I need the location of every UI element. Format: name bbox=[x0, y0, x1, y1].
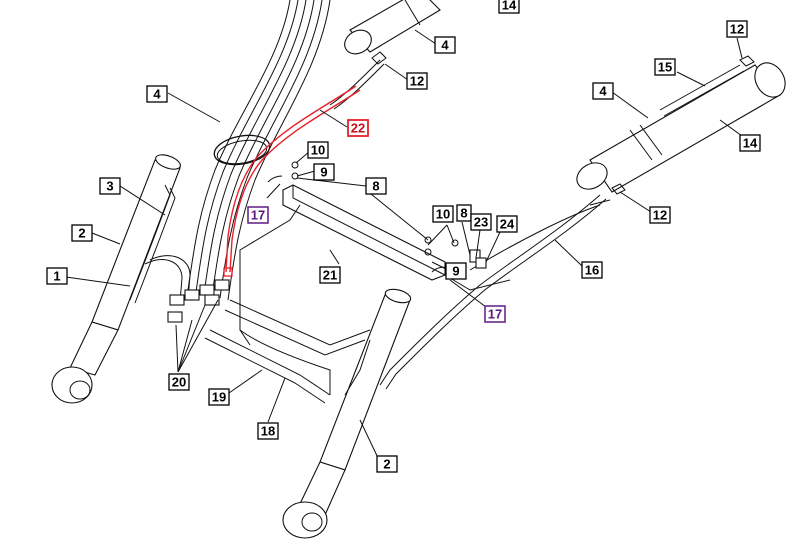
callout-label: 20 bbox=[172, 375, 186, 390]
callout-label: 9 bbox=[452, 264, 459, 279]
callout-12-right-top: 12 bbox=[726, 20, 748, 38]
callout-label: 12 bbox=[730, 22, 744, 37]
cross-beam bbox=[239, 161, 511, 346]
hose-bundle bbox=[187, 0, 331, 301]
callout-15: 15 bbox=[654, 58, 676, 76]
callout-label: 22 bbox=[351, 121, 365, 136]
right-lower-cylinder bbox=[282, 288, 412, 539]
callout-label: 4 bbox=[441, 38, 449, 53]
left-cylinder bbox=[51, 154, 181, 404]
callout-label: 4 bbox=[599, 84, 607, 99]
callout-21: 21 bbox=[319, 266, 341, 284]
callout-22-highlighted: 22 bbox=[347, 119, 369, 137]
callout-label: 12 bbox=[410, 74, 424, 89]
callout-label: 21 bbox=[323, 268, 337, 283]
callout-label: 23 bbox=[474, 215, 488, 230]
callout-label: 12 bbox=[653, 208, 667, 223]
diagram-artwork bbox=[51, 0, 786, 539]
right-upper-cylinder bbox=[576, 55, 786, 193]
callout-17-left: 17 bbox=[247, 206, 269, 224]
callout-19: 19 bbox=[208, 388, 230, 406]
callout-label: 19 bbox=[212, 390, 226, 405]
callout-label: 8 bbox=[372, 179, 379, 194]
callout-9-upper: 9 bbox=[313, 163, 335, 181]
callout-4-left: 4 bbox=[146, 85, 168, 103]
callout-label: 15 bbox=[658, 60, 672, 75]
callout-17-right: 17 bbox=[484, 305, 506, 323]
callout-10-upper: 10 bbox=[307, 141, 329, 159]
callout-20: 20 bbox=[168, 373, 190, 391]
callout-label: 9 bbox=[320, 165, 327, 180]
callout-label: 2 bbox=[78, 226, 85, 241]
callout-16: 16 bbox=[581, 261, 603, 279]
callout-8-upper: 8 bbox=[365, 177, 387, 195]
callout-14-right: 14 bbox=[739, 134, 761, 152]
callout-label: 17 bbox=[488, 307, 502, 322]
callout-10-right: 10 bbox=[432, 205, 454, 223]
callout-label: 1 bbox=[53, 269, 60, 284]
callout-4-right: 4 bbox=[592, 82, 614, 100]
leader-lines bbox=[65, 29, 743, 461]
highlighted-hose-22 bbox=[223, 85, 361, 277]
callout-label: 24 bbox=[500, 217, 515, 232]
callout-label: 8 bbox=[460, 206, 467, 221]
callout-2-right: 2 bbox=[376, 455, 398, 473]
callout-4-top: 4 bbox=[434, 36, 456, 54]
top-cylinder bbox=[329, 0, 441, 110]
long-hoses bbox=[379, 183, 626, 390]
callout-12-top: 12 bbox=[406, 72, 428, 90]
callout-8-right: 8 bbox=[456, 204, 472, 222]
callout-12-right-mid: 12 bbox=[649, 206, 671, 224]
callout-14-top: 14 bbox=[498, 0, 520, 14]
callout-23: 23 bbox=[470, 213, 492, 231]
callout-label: 18 bbox=[261, 424, 275, 439]
right-fitting-cluster bbox=[424, 236, 487, 273]
callout-label: 14 bbox=[743, 136, 758, 151]
callout-label: 14 bbox=[502, 0, 517, 13]
callout-label: 16 bbox=[585, 263, 599, 278]
callout-3: 3 bbox=[99, 177, 121, 195]
callout-9-right: 9 bbox=[445, 262, 467, 280]
callout-24: 24 bbox=[496, 215, 518, 233]
fitting-block bbox=[144, 255, 371, 404]
callout-18: 18 bbox=[257, 422, 279, 440]
callout-label: 4 bbox=[153, 87, 161, 102]
callout-label: 2 bbox=[383, 457, 390, 472]
callout-2-left: 2 bbox=[71, 224, 93, 242]
callout-label: 10 bbox=[436, 207, 450, 222]
callout-label: 17 bbox=[251, 208, 265, 223]
callout-label: 10 bbox=[311, 143, 325, 158]
callout-1: 1 bbox=[46, 267, 68, 285]
callout-label: 3 bbox=[106, 179, 113, 194]
